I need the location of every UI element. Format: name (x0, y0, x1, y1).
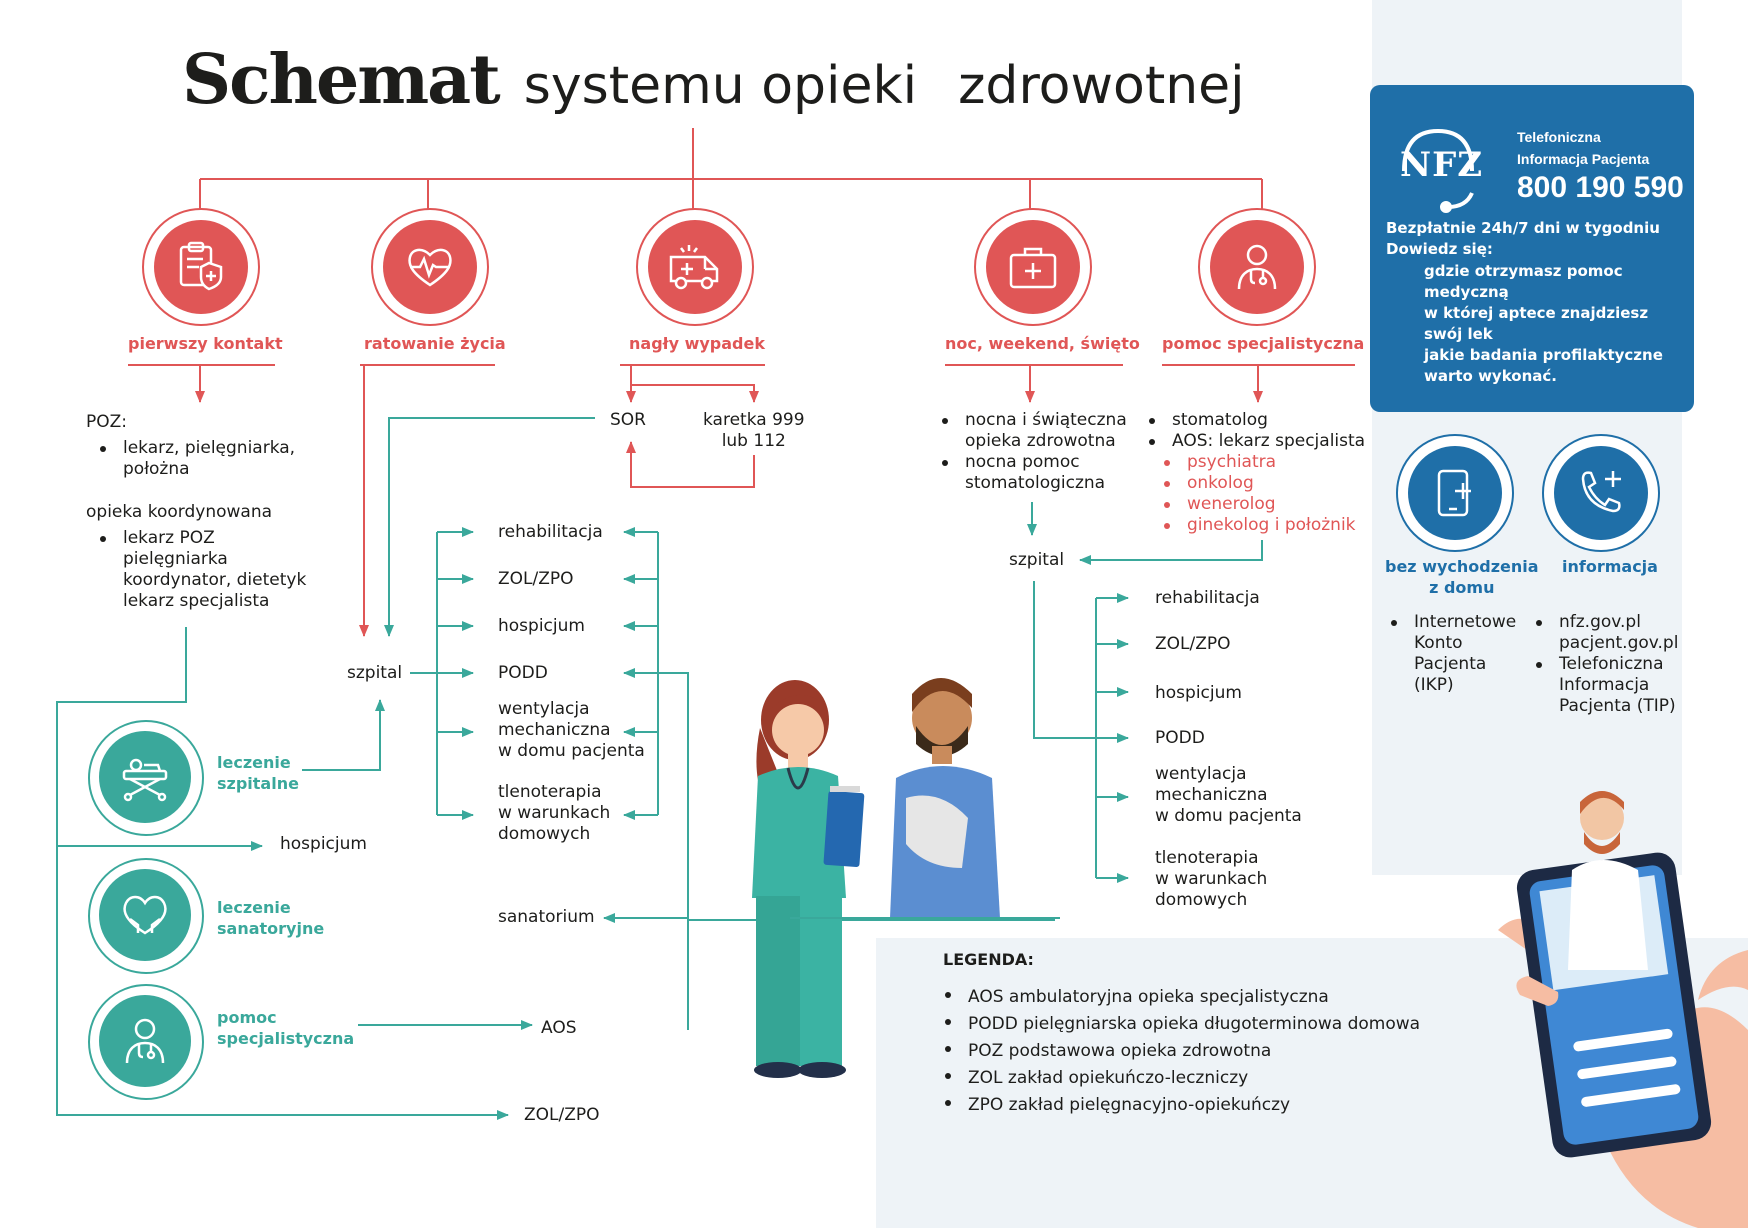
title-light-1: systemu opieki (523, 56, 918, 116)
telephone-plus-icon (1554, 446, 1648, 540)
aos-label: AOS (541, 1018, 577, 1038)
outcome-item: PODD (1155, 728, 1205, 748)
nfz-phone: 800 190 590 (1517, 171, 1684, 204)
list-item: Telefoniczna Informacja Pacjenta (TIP) (1522, 654, 1678, 717)
side-info-label: informacja (1562, 557, 1658, 576)
legend-item: ZPO zakład pielęgnacyjno-opiekuńczy (931, 1092, 1420, 1119)
heart-hands-icon (99, 869, 191, 961)
specialist-list: stomatolog AOS: lekarz specjalista (1135, 410, 1365, 452)
list-item: nfz.gov.pl pacjent.gov.pl (1522, 612, 1678, 654)
hospital-right-label: szpital (1009, 550, 1065, 570)
list-item: stomatolog (1135, 410, 1365, 431)
list-item: jakie badania profilaktyczne warto wykon… (1424, 346, 1663, 385)
outcome-item: tlenoterapia w warunkach domowych (1155, 848, 1268, 910)
outcome-item: hospicjum (1155, 683, 1242, 703)
title-bold: Schemat (182, 40, 501, 120)
nfz-free: Bezpłatnie 24h/7 dni w tygodniu (1386, 219, 1660, 237)
nfz-list: gdzie otrzymasz pomoc medyczną w której … (1386, 261, 1663, 387)
coord-list: lekarz POZ pielęgniarka koordynator, die… (86, 528, 306, 612)
category-label: pomoc specjalistyczna (1162, 334, 1365, 353)
specialist-sub-list: psychiatra onkolog wenerolog ginekolog i… (1150, 452, 1356, 536)
list-item: w której aptece znajdziesz swój lek (1424, 304, 1649, 343)
category-label: noc, weekend, święto (945, 334, 1140, 353)
outcome-item: PODD (498, 663, 548, 683)
category-label: nagły wypadek (629, 334, 765, 353)
legend-item: AOS ambulatoryjna opieka specjalistyczna (931, 984, 1420, 1011)
list-item: ginekolog i położnik (1150, 515, 1356, 536)
outcome-item: wentylacja mechaniczna w domu pacjenta (1155, 764, 1302, 826)
night-list: nocna i świąteczna opieka zdrowotna nocn… (928, 410, 1127, 494)
hospicjum-label: hospicjum (280, 834, 367, 854)
ambulance-label: karetka 999 lub 112 (703, 410, 805, 451)
list-item: lekarz POZ pielęgniarka koordynator, die… (86, 528, 306, 612)
outcome-item: hospicjum (498, 616, 585, 636)
heart-pulse-icon (383, 220, 477, 314)
outcome-item: rehabilitacja (498, 522, 603, 542)
teal-label: leczenie szpitalne (217, 753, 299, 793)
doctor-icon (1210, 220, 1304, 314)
zol-label: ZOL/ZPO (524, 1105, 600, 1125)
hand-phone-illustration (1498, 791, 1748, 1228)
list-item: psychiatra (1150, 452, 1356, 473)
poz-title: POZ: (86, 412, 128, 432)
category-label: pierwszy kontakt (128, 334, 283, 353)
side-home-label: bez wychodzenia z domu (1385, 557, 1539, 597)
phone-plus-icon (1408, 446, 1502, 540)
outcome-item: wentylacja mechaniczna w domu pacjenta (498, 699, 645, 761)
list-item: AOS: lekarz specjalista (1135, 431, 1365, 452)
ambulance-icon (648, 220, 742, 314)
nfz-title-1: Telefoniczna (1517, 129, 1601, 145)
coord-title: opieka koordynowana (86, 502, 273, 522)
side-home-list: Internetowe Konto Pacjenta (IKP) (1377, 612, 1516, 696)
outcome-item: tlenoterapia w warunkach domowych (498, 782, 611, 844)
list-item: nocna pomoc stomatologiczna (928, 452, 1127, 494)
legend-item: ZOL zakład opiekuńczo-leczniczy (931, 1065, 1420, 1092)
sor-label: SOR (610, 410, 646, 430)
legend-item: POZ podstawowa opieka zdrowotna (931, 1038, 1420, 1065)
title-light-2: zdrowotnej (958, 56, 1245, 116)
legend-title: LEGENDA: (943, 950, 1034, 969)
hospital-left-label: szpital (347, 663, 403, 683)
outcome-item: ZOL/ZPO (498, 569, 574, 589)
sanatorium-label: sanatorium (498, 907, 595, 927)
category-label: ratowanie życia (364, 334, 506, 353)
list-item: Internetowe Konto Pacjenta (IKP) (1377, 612, 1516, 696)
doctor-icon (99, 995, 191, 1087)
list-item: nocna i świąteczna opieka zdrowotna (928, 410, 1127, 452)
nfz-info-box: NFZ Telefoniczna Informacja Pacjenta 800… (1370, 85, 1694, 412)
list-item: lekarz, pielęgniarka, położna (86, 438, 295, 480)
legend-item: PODD pielęgniarska opieka długoterminowa… (931, 1011, 1420, 1038)
nfz-title-2: Informacja Pacjenta (1517, 151, 1650, 167)
teal-label: pomoc specjalistyczna (217, 1008, 355, 1048)
nfz-logo: NFZ (1400, 145, 1484, 185)
teal-label: leczenie sanatoryjne (217, 898, 325, 938)
outcome-item: rehabilitacja (1155, 588, 1260, 608)
first-aid-kit-icon (986, 220, 1080, 314)
outcome-item: ZOL/ZPO (1155, 634, 1231, 654)
side-info-list: nfz.gov.pl pacjent.gov.pl Telefoniczna I… (1522, 612, 1678, 717)
clipboard-shield-icon (154, 220, 248, 314)
hospital-bed-icon (99, 731, 191, 823)
headset-icon (1386, 113, 1490, 217)
list-item: onkolog (1150, 473, 1356, 494)
page-title: Schemat systemu opieki zdrowotnej (182, 40, 1245, 120)
nfz-learn: Dowiedz się: (1386, 240, 1493, 258)
legend-list: AOS ambulatoryjna opieka specjalistyczna… (931, 984, 1420, 1119)
poz-list: lekarz, pielęgniarka, położna (86, 438, 295, 480)
nurse-patient-illustration (752, 678, 1060, 1078)
list-item: gdzie otrzymasz pomoc medyczną (1424, 262, 1623, 301)
list-item: wenerolog (1150, 494, 1356, 515)
